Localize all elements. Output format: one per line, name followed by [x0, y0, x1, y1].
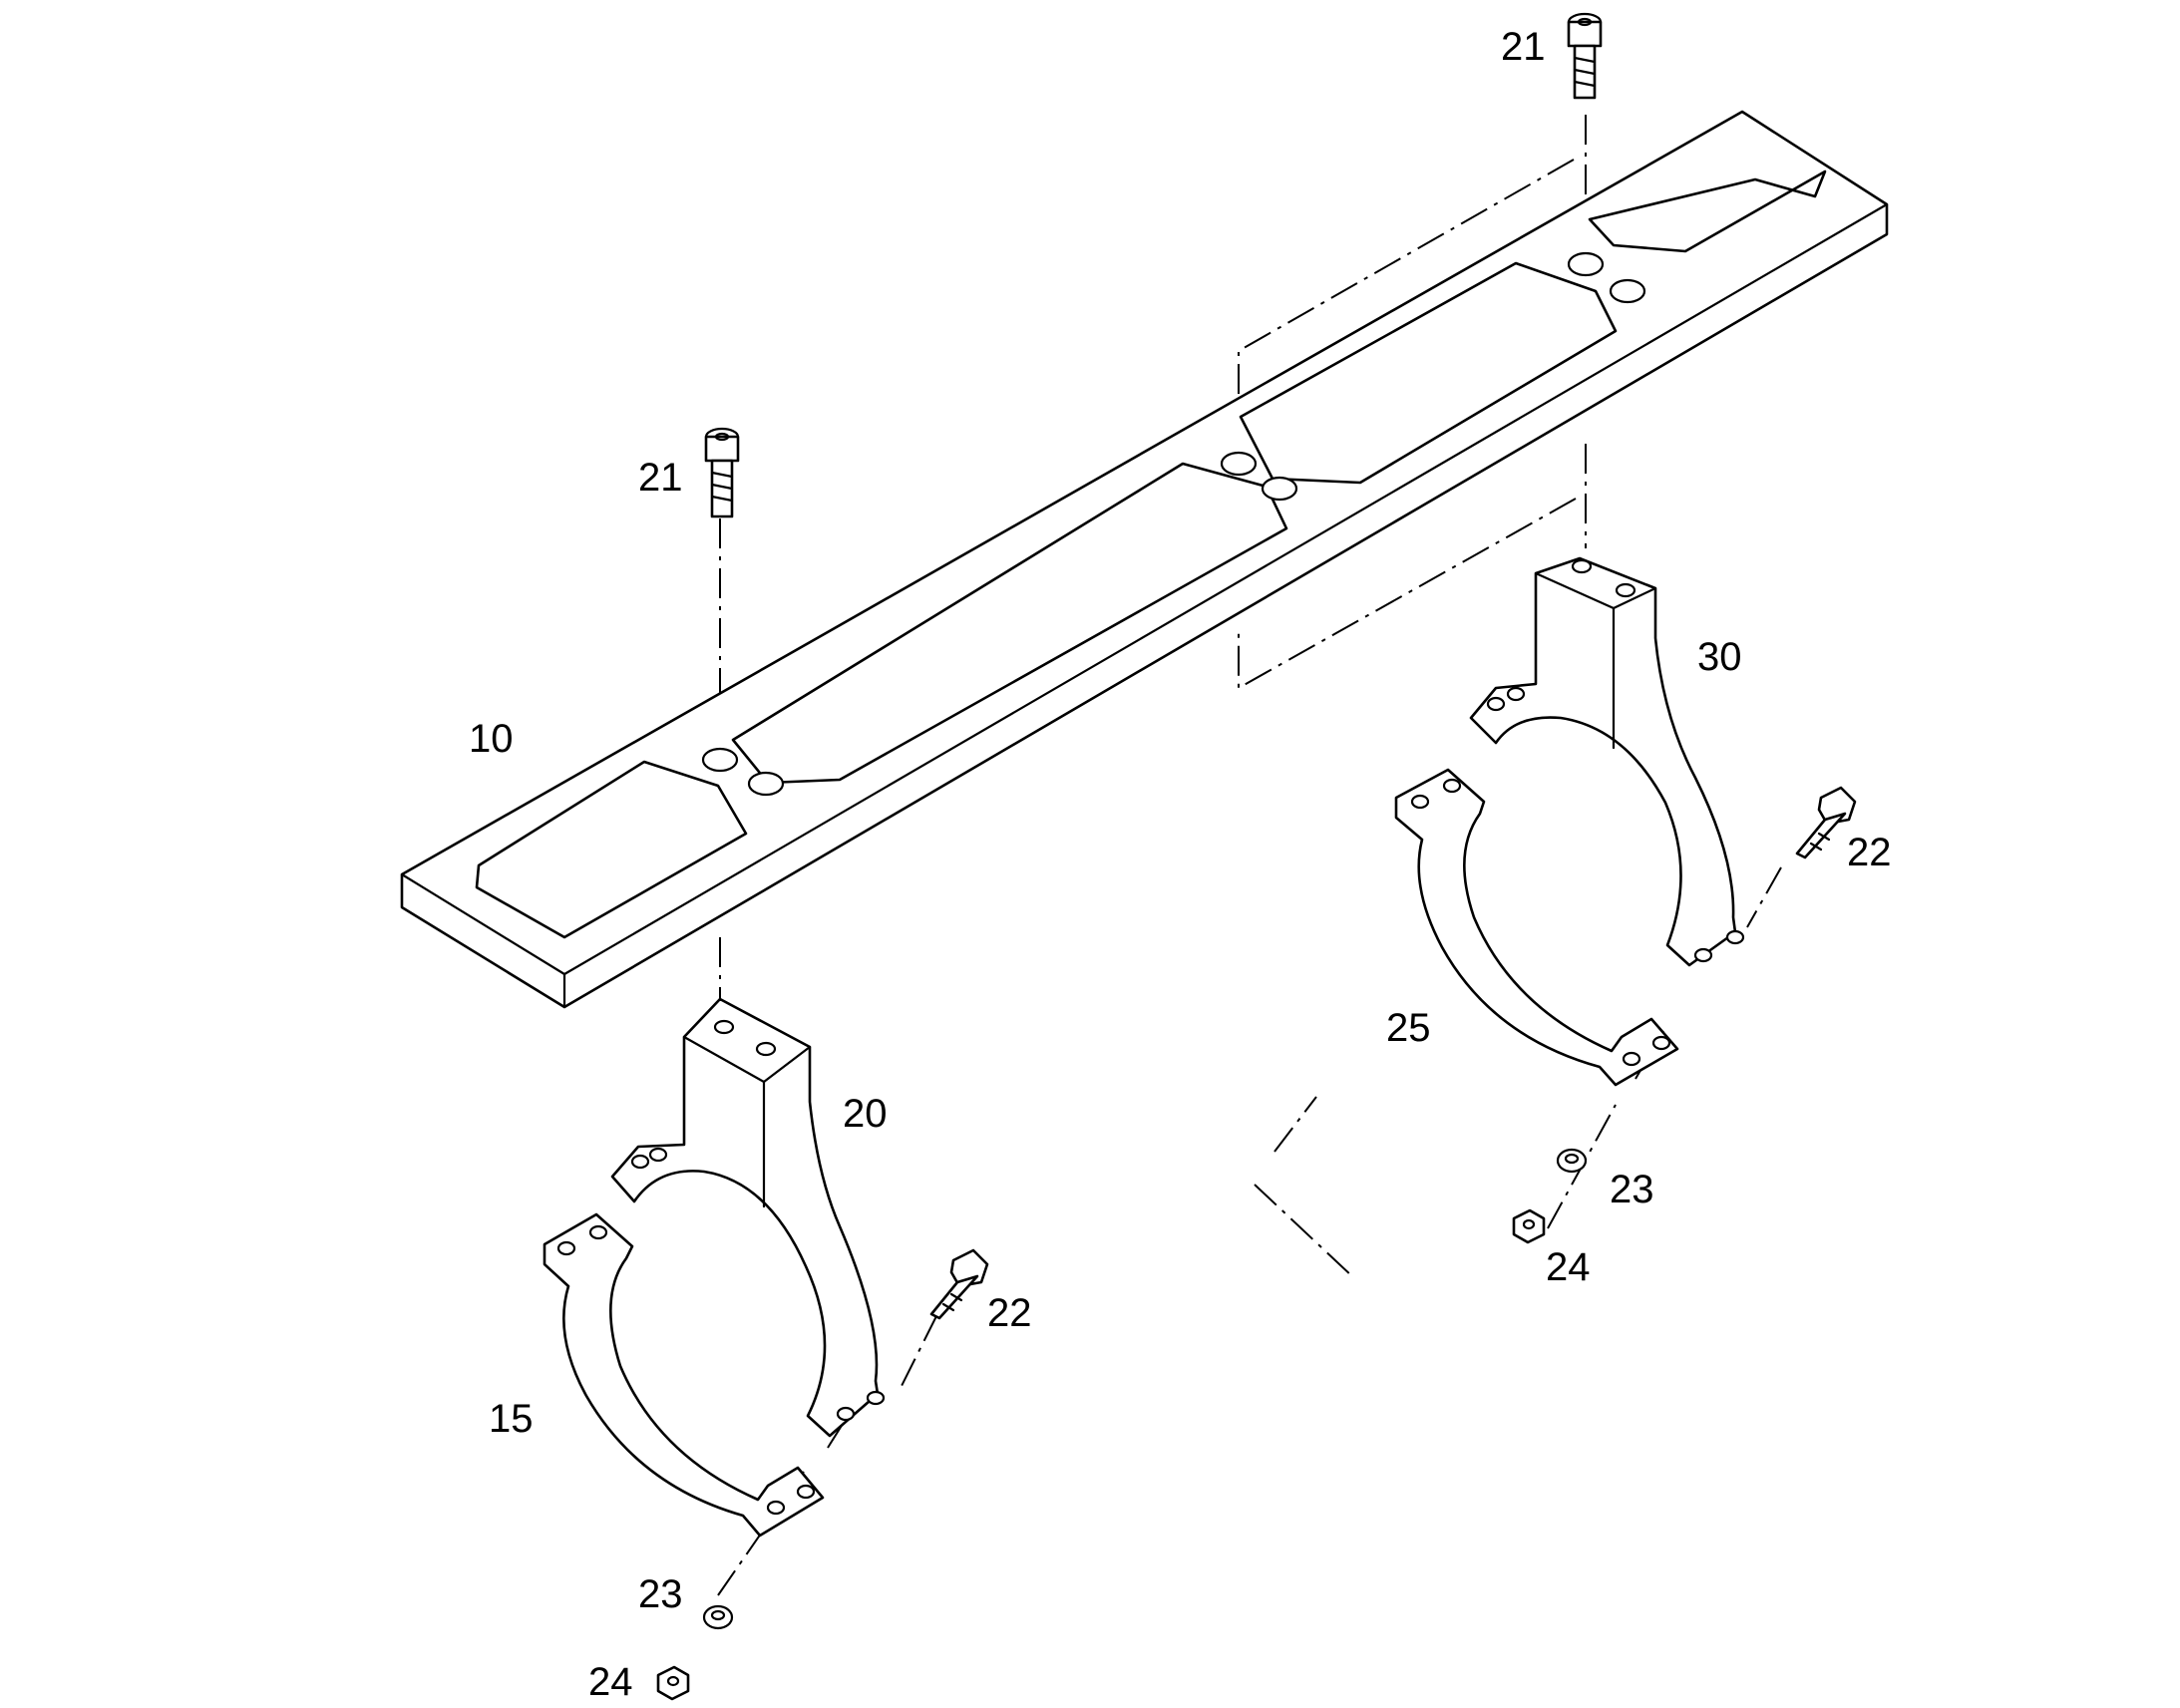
label-nut-right: 24 [1546, 1245, 1591, 1289]
label-washer-right: 23 [1610, 1168, 1654, 1211]
item-labels: 10 15 20 21 21 22 22 23 23 24 24 25 30 [469, 25, 1892, 1704]
frame-slot [1588, 170, 1827, 253]
cap-screw-right-icon [1567, 12, 1603, 100]
label-bracket-left: 20 [843, 1092, 888, 1136]
frame-slot [475, 760, 748, 939]
label-bolt-left: 22 [987, 1291, 1032, 1335]
bolt-right-icon [1795, 786, 1857, 859]
frame-hole [1609, 278, 1646, 304]
label-cap-screw-left: 21 [638, 456, 683, 500]
label-nut-left: 24 [588, 1660, 633, 1704]
frame-hole [747, 771, 785, 797]
clamp-half-right [1394, 768, 1679, 1087]
washer-right-icon [1556, 1148, 1588, 1174]
frame-hole [1261, 476, 1298, 502]
label-cap-screw-right: 21 [1501, 25, 1546, 69]
frame-hole [1567, 251, 1605, 277]
support-bracket-left [610, 997, 886, 1438]
frame-hole [701, 747, 739, 773]
support-bracket-right [1469, 556, 1745, 967]
label-bolt-right: 22 [1847, 831, 1892, 874]
label-bracket-right: 30 [1697, 635, 1742, 679]
label-clamp-lower-right: 25 [1386, 1006, 1431, 1050]
clamp-half-left [543, 1212, 825, 1537]
label-frame: 10 [469, 717, 514, 761]
label-clamp-lower-left: 15 [489, 1397, 534, 1441]
frame-hole [1220, 451, 1258, 477]
nut-left-icon [656, 1665, 690, 1701]
bolt-left-icon [929, 1248, 989, 1320]
mounting-frame [400, 110, 1889, 1009]
label-washer-left: 23 [638, 1572, 683, 1616]
cap-screw-left-icon [704, 427, 740, 518]
nut-right-icon [1512, 1208, 1546, 1244]
washer-left-icon [702, 1604, 734, 1630]
